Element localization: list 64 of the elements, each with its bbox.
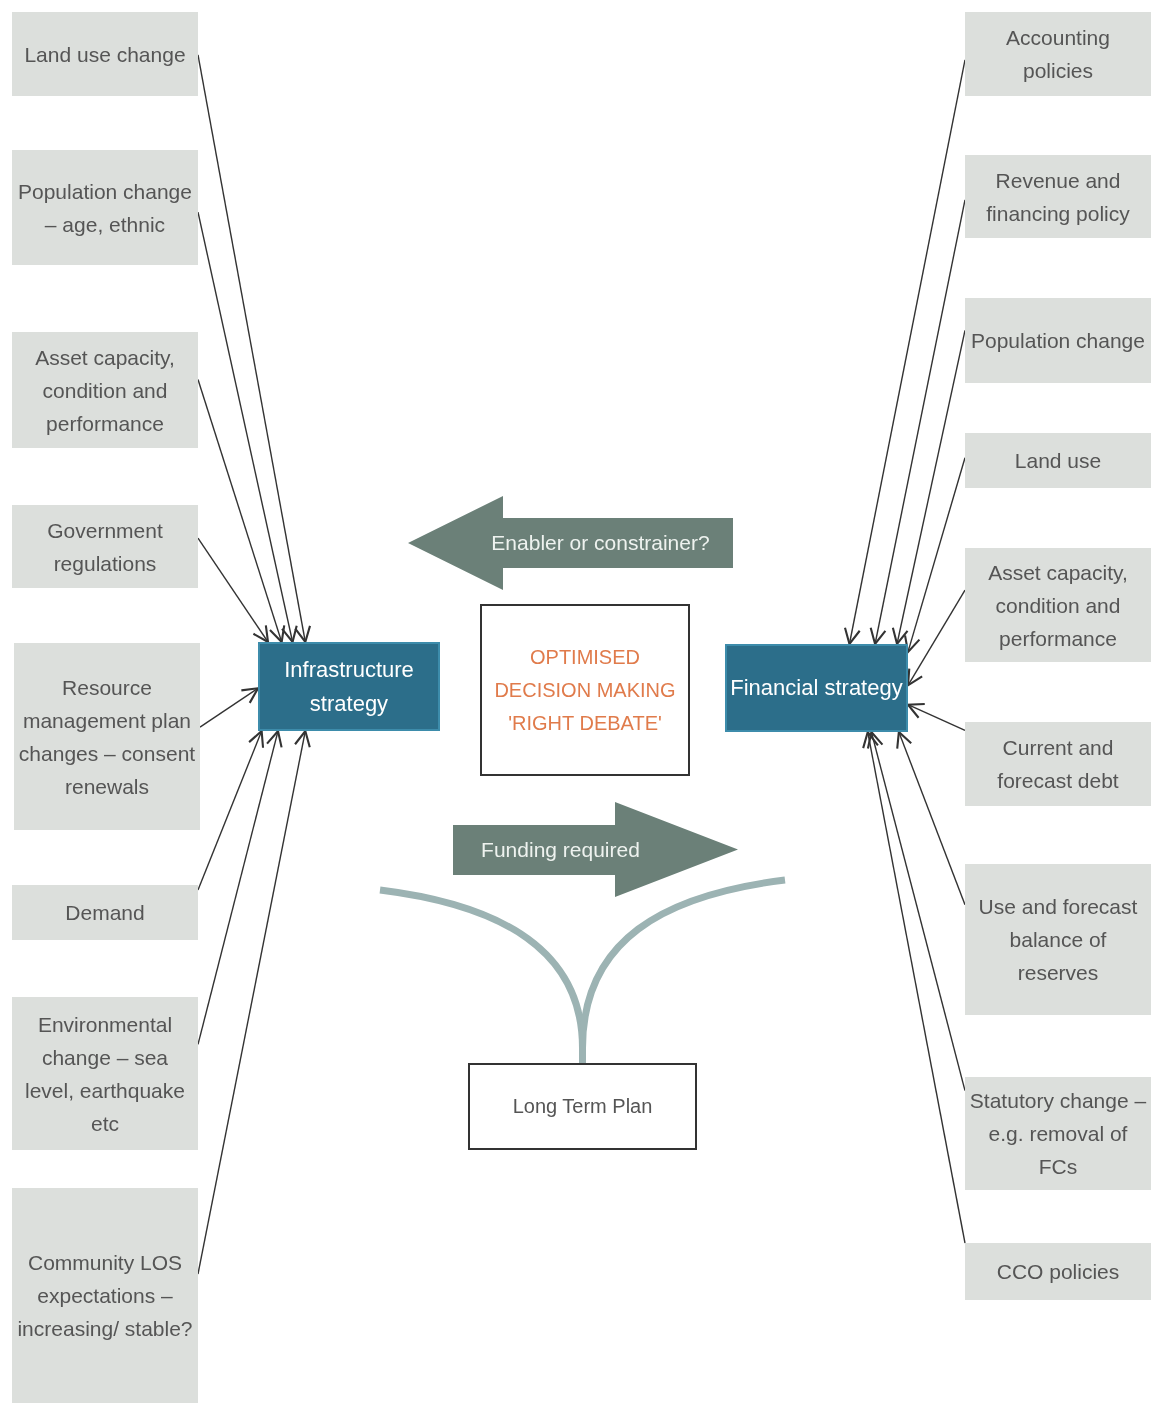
outlined-box xyxy=(468,1063,697,1150)
node-label: Asset capacity, condition and performance xyxy=(34,344,176,437)
node-label: OPTIMISED DECISION MAKING 'RIGHT DEBATE' xyxy=(493,644,677,736)
arrow xyxy=(843,59,966,646)
node-label: Long Term Plan xyxy=(512,1094,653,1119)
factor-box xyxy=(965,864,1151,1015)
arrow xyxy=(197,54,312,644)
strategy-box xyxy=(725,644,908,732)
arrow xyxy=(197,729,283,1046)
arrow-label: Funding required xyxy=(481,837,640,862)
node-label: Asset capacity, condition and performance xyxy=(987,559,1129,652)
factor-box xyxy=(965,1243,1151,1300)
strategy-box xyxy=(258,642,440,731)
factor-box xyxy=(965,298,1151,383)
arrow xyxy=(197,729,265,891)
node-label: Demand xyxy=(65,900,145,926)
node-label: Use and forecast balance of reserves xyxy=(977,894,1139,986)
node-label: Current and forecast debt xyxy=(996,735,1120,794)
node-label: Accounting policies xyxy=(1005,25,1111,84)
factor-box xyxy=(12,12,198,96)
block-arrow xyxy=(453,802,738,897)
arrow xyxy=(862,730,966,1244)
arrow xyxy=(197,537,270,644)
arrow xyxy=(906,589,966,687)
factor-box xyxy=(12,505,198,588)
arrow xyxy=(869,199,966,646)
merging-curve xyxy=(579,876,786,1063)
node-label: CCO policies xyxy=(996,1259,1120,1285)
factor-box xyxy=(12,885,198,940)
node-label: Population change – age, ethnic xyxy=(17,178,193,238)
factor-box xyxy=(965,433,1151,488)
node-label: Community LOS expectations – increasing/ stable? xyxy=(16,1250,194,1342)
arrow xyxy=(891,329,966,646)
node-label: Resource management plan changes – consent renewals xyxy=(18,674,196,800)
node-label: Statutory change – e.g. removal of FCs xyxy=(969,1088,1147,1180)
factor-box xyxy=(965,548,1151,662)
arrow xyxy=(896,730,966,906)
factor-box xyxy=(12,150,198,265)
factor-box xyxy=(12,997,198,1150)
node-label: Revenue and financing policy xyxy=(985,167,1131,227)
arrow xyxy=(197,211,298,644)
factor-box xyxy=(965,722,1151,806)
node-label: Government regulations xyxy=(46,517,164,577)
arrow xyxy=(197,378,286,644)
arrow xyxy=(199,687,260,728)
factor-box xyxy=(12,332,198,448)
arrow xyxy=(197,729,311,1275)
arrow-label: Enabler or constrainer? xyxy=(491,531,710,555)
node-label: Land use xyxy=(1014,448,1102,474)
factor-box xyxy=(12,1188,198,1403)
factor-box xyxy=(965,12,1151,96)
node-label: Environmental change – sea level, earthquake etc xyxy=(24,1011,186,1137)
block-arrow xyxy=(408,496,733,590)
factor-box xyxy=(14,643,200,830)
node-label: Financial strategy xyxy=(730,674,903,702)
outlined-box xyxy=(480,604,690,776)
arrow xyxy=(904,457,966,653)
arrow xyxy=(866,730,966,1092)
arrow xyxy=(906,703,966,732)
node-label: Infrastructure strategy xyxy=(283,655,415,718)
node-label: Population change xyxy=(971,328,1145,354)
node-label: Land use change xyxy=(24,41,186,68)
factor-box xyxy=(965,155,1151,238)
factor-box xyxy=(965,1077,1151,1190)
